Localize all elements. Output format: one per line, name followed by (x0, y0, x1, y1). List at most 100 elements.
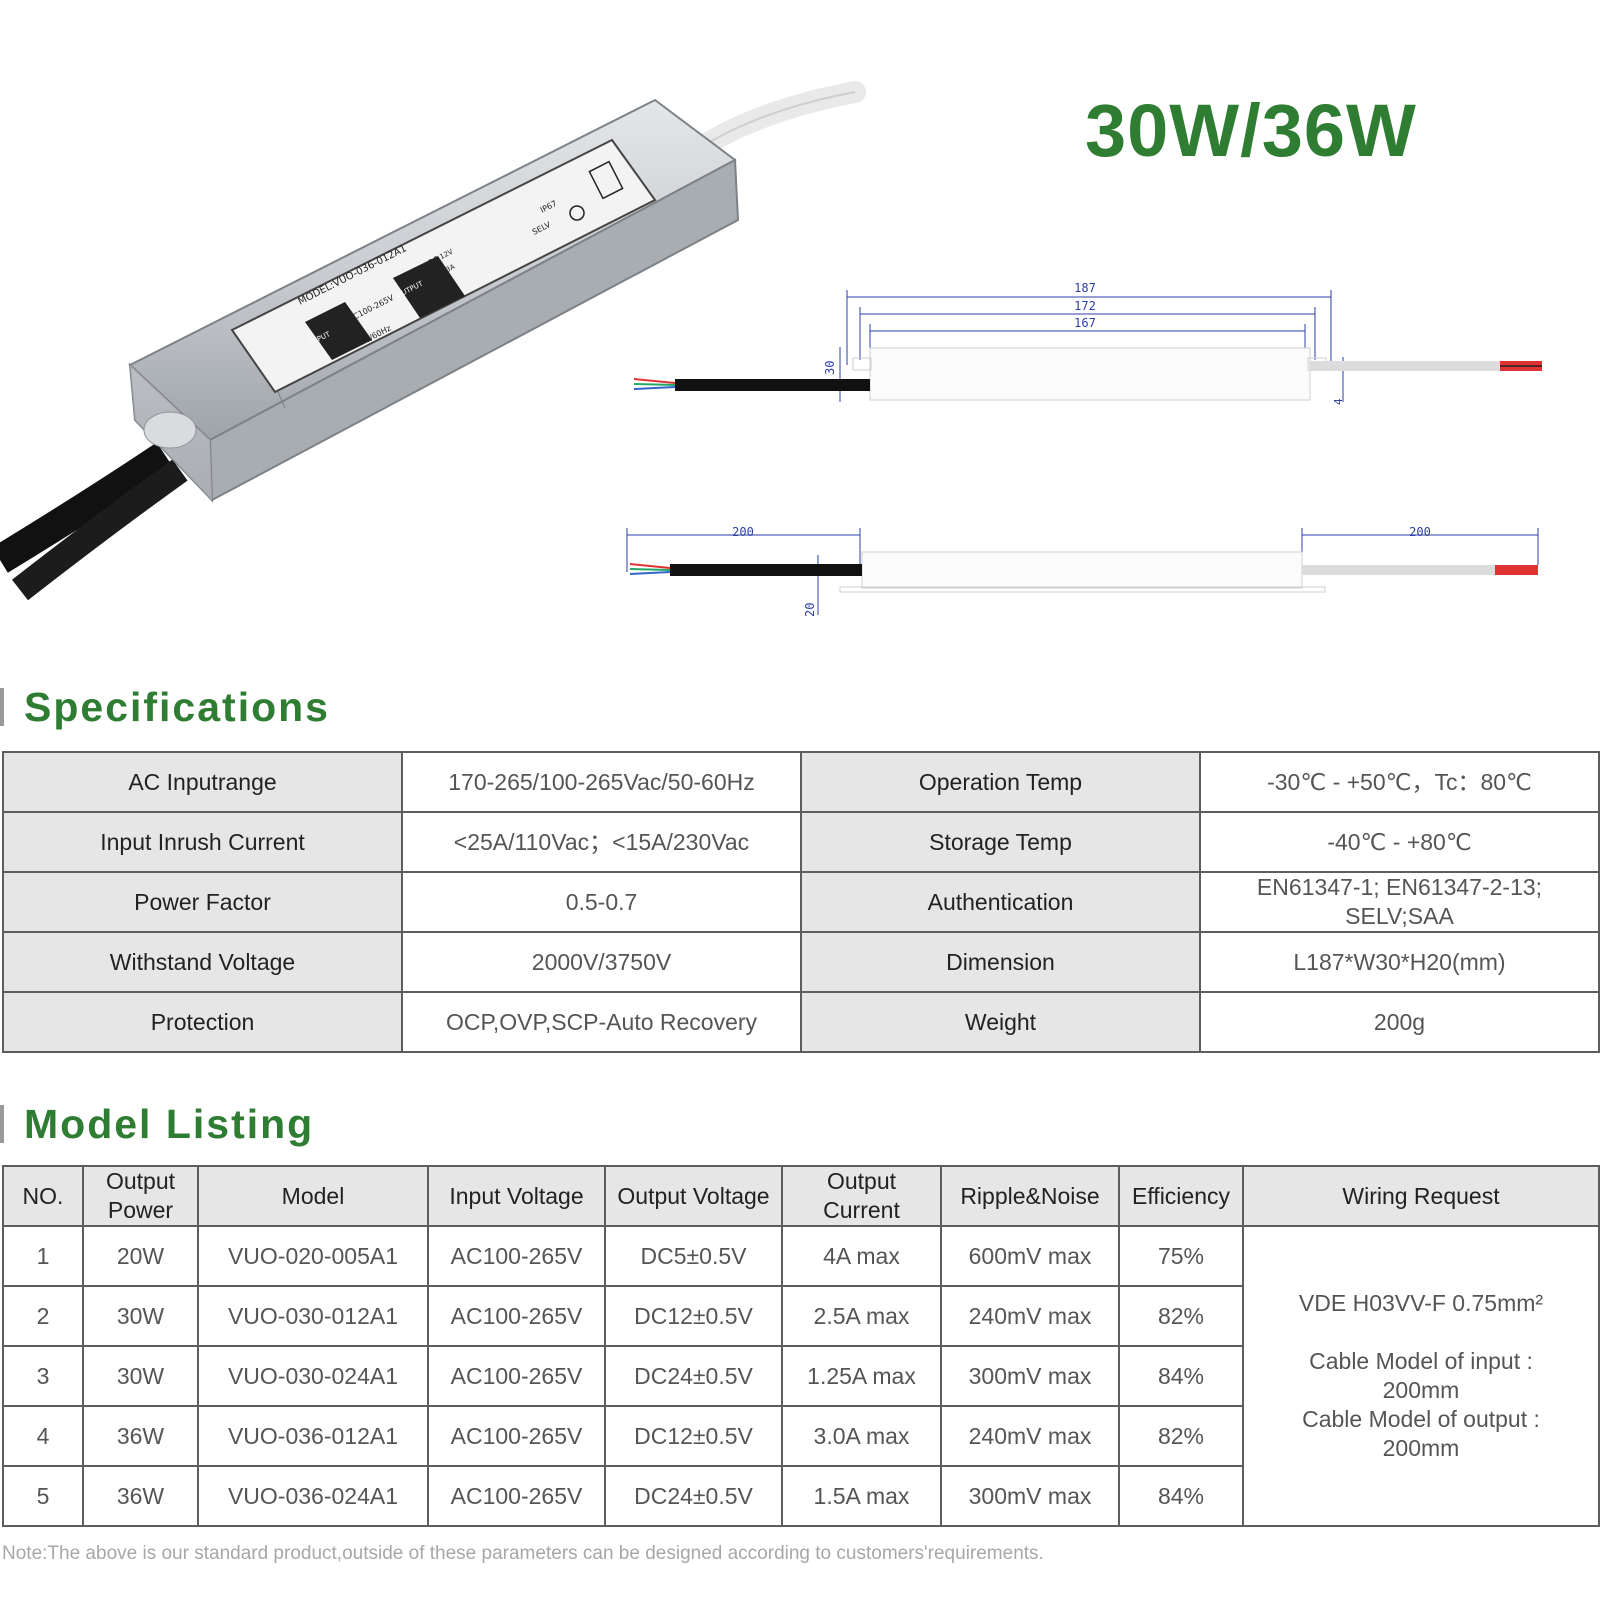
output-voltage-cell: DC5±0.5V (604, 1225, 783, 1287)
heading-bar (0, 1105, 4, 1143)
column-header: Input Voltage (427, 1165, 606, 1227)
dimension-200-right-label: 200 (1409, 525, 1431, 539)
input-voltage-cell: AC100-265V (427, 1225, 606, 1287)
output-power-cell: 30W (82, 1285, 199, 1347)
spec-label: AC Inputrange (2, 751, 403, 813)
spec-value: 0.5-0.7 (401, 871, 802, 933)
ripple-noise-cell: 300mV max (940, 1345, 1120, 1407)
model-cell: VUO-020-005A1 (197, 1225, 429, 1287)
spec-label: Weight (800, 991, 1201, 1053)
efficiency-cell: 82% (1118, 1285, 1244, 1347)
input-voltage-cell: AC100-265V (427, 1405, 606, 1467)
spec-label: Input Inrush Current (2, 811, 403, 873)
output-current-cell: 1.25A max (781, 1345, 942, 1407)
dimension-20-label: 20 (803, 603, 817, 617)
output-current-cell: 1.5A max (781, 1465, 942, 1527)
footnote: Note:The above is our standard product,o… (2, 1543, 1044, 1564)
dimension-4-label: 4 (1332, 398, 1345, 405)
spec-value: L187*W30*H20(mm) (1199, 931, 1600, 993)
spec-label: Power Factor (2, 871, 403, 933)
wiring-line4: Cable Model of output : (1302, 1406, 1540, 1432)
no-cell: 4 (2, 1405, 84, 1467)
model-cell: VUO-036-024A1 (197, 1465, 429, 1527)
product-illustration: MODEL:VUO-036-012A1 AC100-265V 50/60Hz I… (0, 81, 1542, 617)
output-voltage-cell: DC12±0.5V (604, 1285, 783, 1347)
column-header: NO. (2, 1165, 84, 1227)
model-listing-title: Model Listing (24, 1100, 315, 1147)
dimension-drawing-side (626, 528, 1539, 615)
column-header: Ripple&Noise (940, 1165, 1120, 1227)
ripple-noise-cell: 600mV max (940, 1225, 1120, 1287)
output-power-cell: 30W (82, 1345, 199, 1407)
wiring-request-cell: VDE H03VV-F 0.75mm² Cable Model of input … (1242, 1225, 1600, 1527)
wiring-line5: 200mm (1382, 1435, 1460, 1461)
efficiency-cell: 82% (1118, 1405, 1244, 1467)
dimension-drawing-top (839, 290, 1344, 402)
wiring-line1: VDE H03VV-F 0.75mm² (1298, 1290, 1544, 1316)
wiring-line2: Cable Model of input : (1309, 1348, 1533, 1374)
no-cell: 5 (2, 1465, 84, 1527)
spec-value: -30℃ - +50℃，Tc：80℃ (1199, 751, 1600, 813)
transformer-icon (588, 160, 624, 200)
dimension-187-label: 187 (1074, 281, 1096, 295)
ripple-noise-cell: 300mV max (940, 1465, 1120, 1527)
ripple-noise-cell: 240mV max (940, 1285, 1120, 1347)
spec-label: Storage Temp (800, 811, 1201, 873)
model-cell: VUO-030-012A1 (197, 1285, 429, 1347)
wattage-title: 30W/36W (1085, 89, 1417, 172)
output-voltage-cell: DC24±0.5V (604, 1465, 783, 1527)
spec-row: Input Inrush Current<25A/110Vac；<15A/230… (2, 811, 1600, 873)
efficiency-cell: 84% (1118, 1345, 1244, 1407)
specifications-title: Specifications (24, 683, 330, 730)
column-header: Output Power (82, 1165, 199, 1227)
output-current-cell: 4A max (781, 1225, 942, 1287)
spec-value: -40℃ - +80℃ (1199, 811, 1600, 873)
certification-icon (569, 205, 585, 221)
spec-value: 2000V/3750V (401, 931, 802, 993)
column-header: Output Voltage (604, 1165, 783, 1227)
efficiency-cell: 75% (1118, 1225, 1244, 1287)
output-power-cell: 20W (82, 1225, 199, 1287)
model-cell: VUO-036-012A1 (197, 1405, 429, 1467)
no-cell: 1 (2, 1225, 84, 1287)
spec-label: Dimension (800, 931, 1201, 993)
column-header: Model (197, 1165, 429, 1227)
input-voltage-cell: AC100-265V (427, 1285, 606, 1347)
efficiency-cell: 84% (1118, 1465, 1244, 1527)
spec-value: <25A/110Vac；<15A/230Vac (401, 811, 802, 873)
specifications-heading: Specifications (0, 682, 330, 732)
column-header: Output Current (781, 1165, 942, 1227)
dimension-172-label: 172 (1074, 299, 1096, 313)
dimension-200-left-label: 200 (732, 525, 754, 539)
output-current-cell: 3.0A max (781, 1405, 942, 1467)
spec-label: Authentication (800, 871, 1201, 933)
input-voltage-cell: AC100-265V (427, 1465, 606, 1527)
spec-label: Withstand Voltage (2, 931, 403, 993)
spec-label: Protection (2, 991, 403, 1053)
column-header: Efficiency (1118, 1165, 1244, 1227)
ripple-noise-cell: 240mV max (940, 1405, 1120, 1467)
spec-value: 170-265/100-265Vac/50-60Hz (401, 751, 802, 813)
model-cell: VUO-030-024A1 (197, 1345, 429, 1407)
spec-value: OCP,OVP,SCP-Auto Recovery (401, 991, 802, 1053)
wiring-line3: 200mm (1382, 1377, 1460, 1403)
spec-value: 200g (1199, 991, 1600, 1053)
output-power-cell: 36W (82, 1465, 199, 1527)
model-listing-heading: Model Listing (0, 1099, 314, 1149)
product-hero: MODEL:VUO-036-012A1 AC100-265V 50/60Hz I… (0, 0, 1600, 640)
spec-label: Operation Temp (800, 751, 1201, 813)
output-voltage-cell: DC12±0.5V (604, 1405, 783, 1467)
dimension-167-label: 167 (1074, 316, 1096, 330)
dimension-30-label: 30 (823, 361, 837, 375)
